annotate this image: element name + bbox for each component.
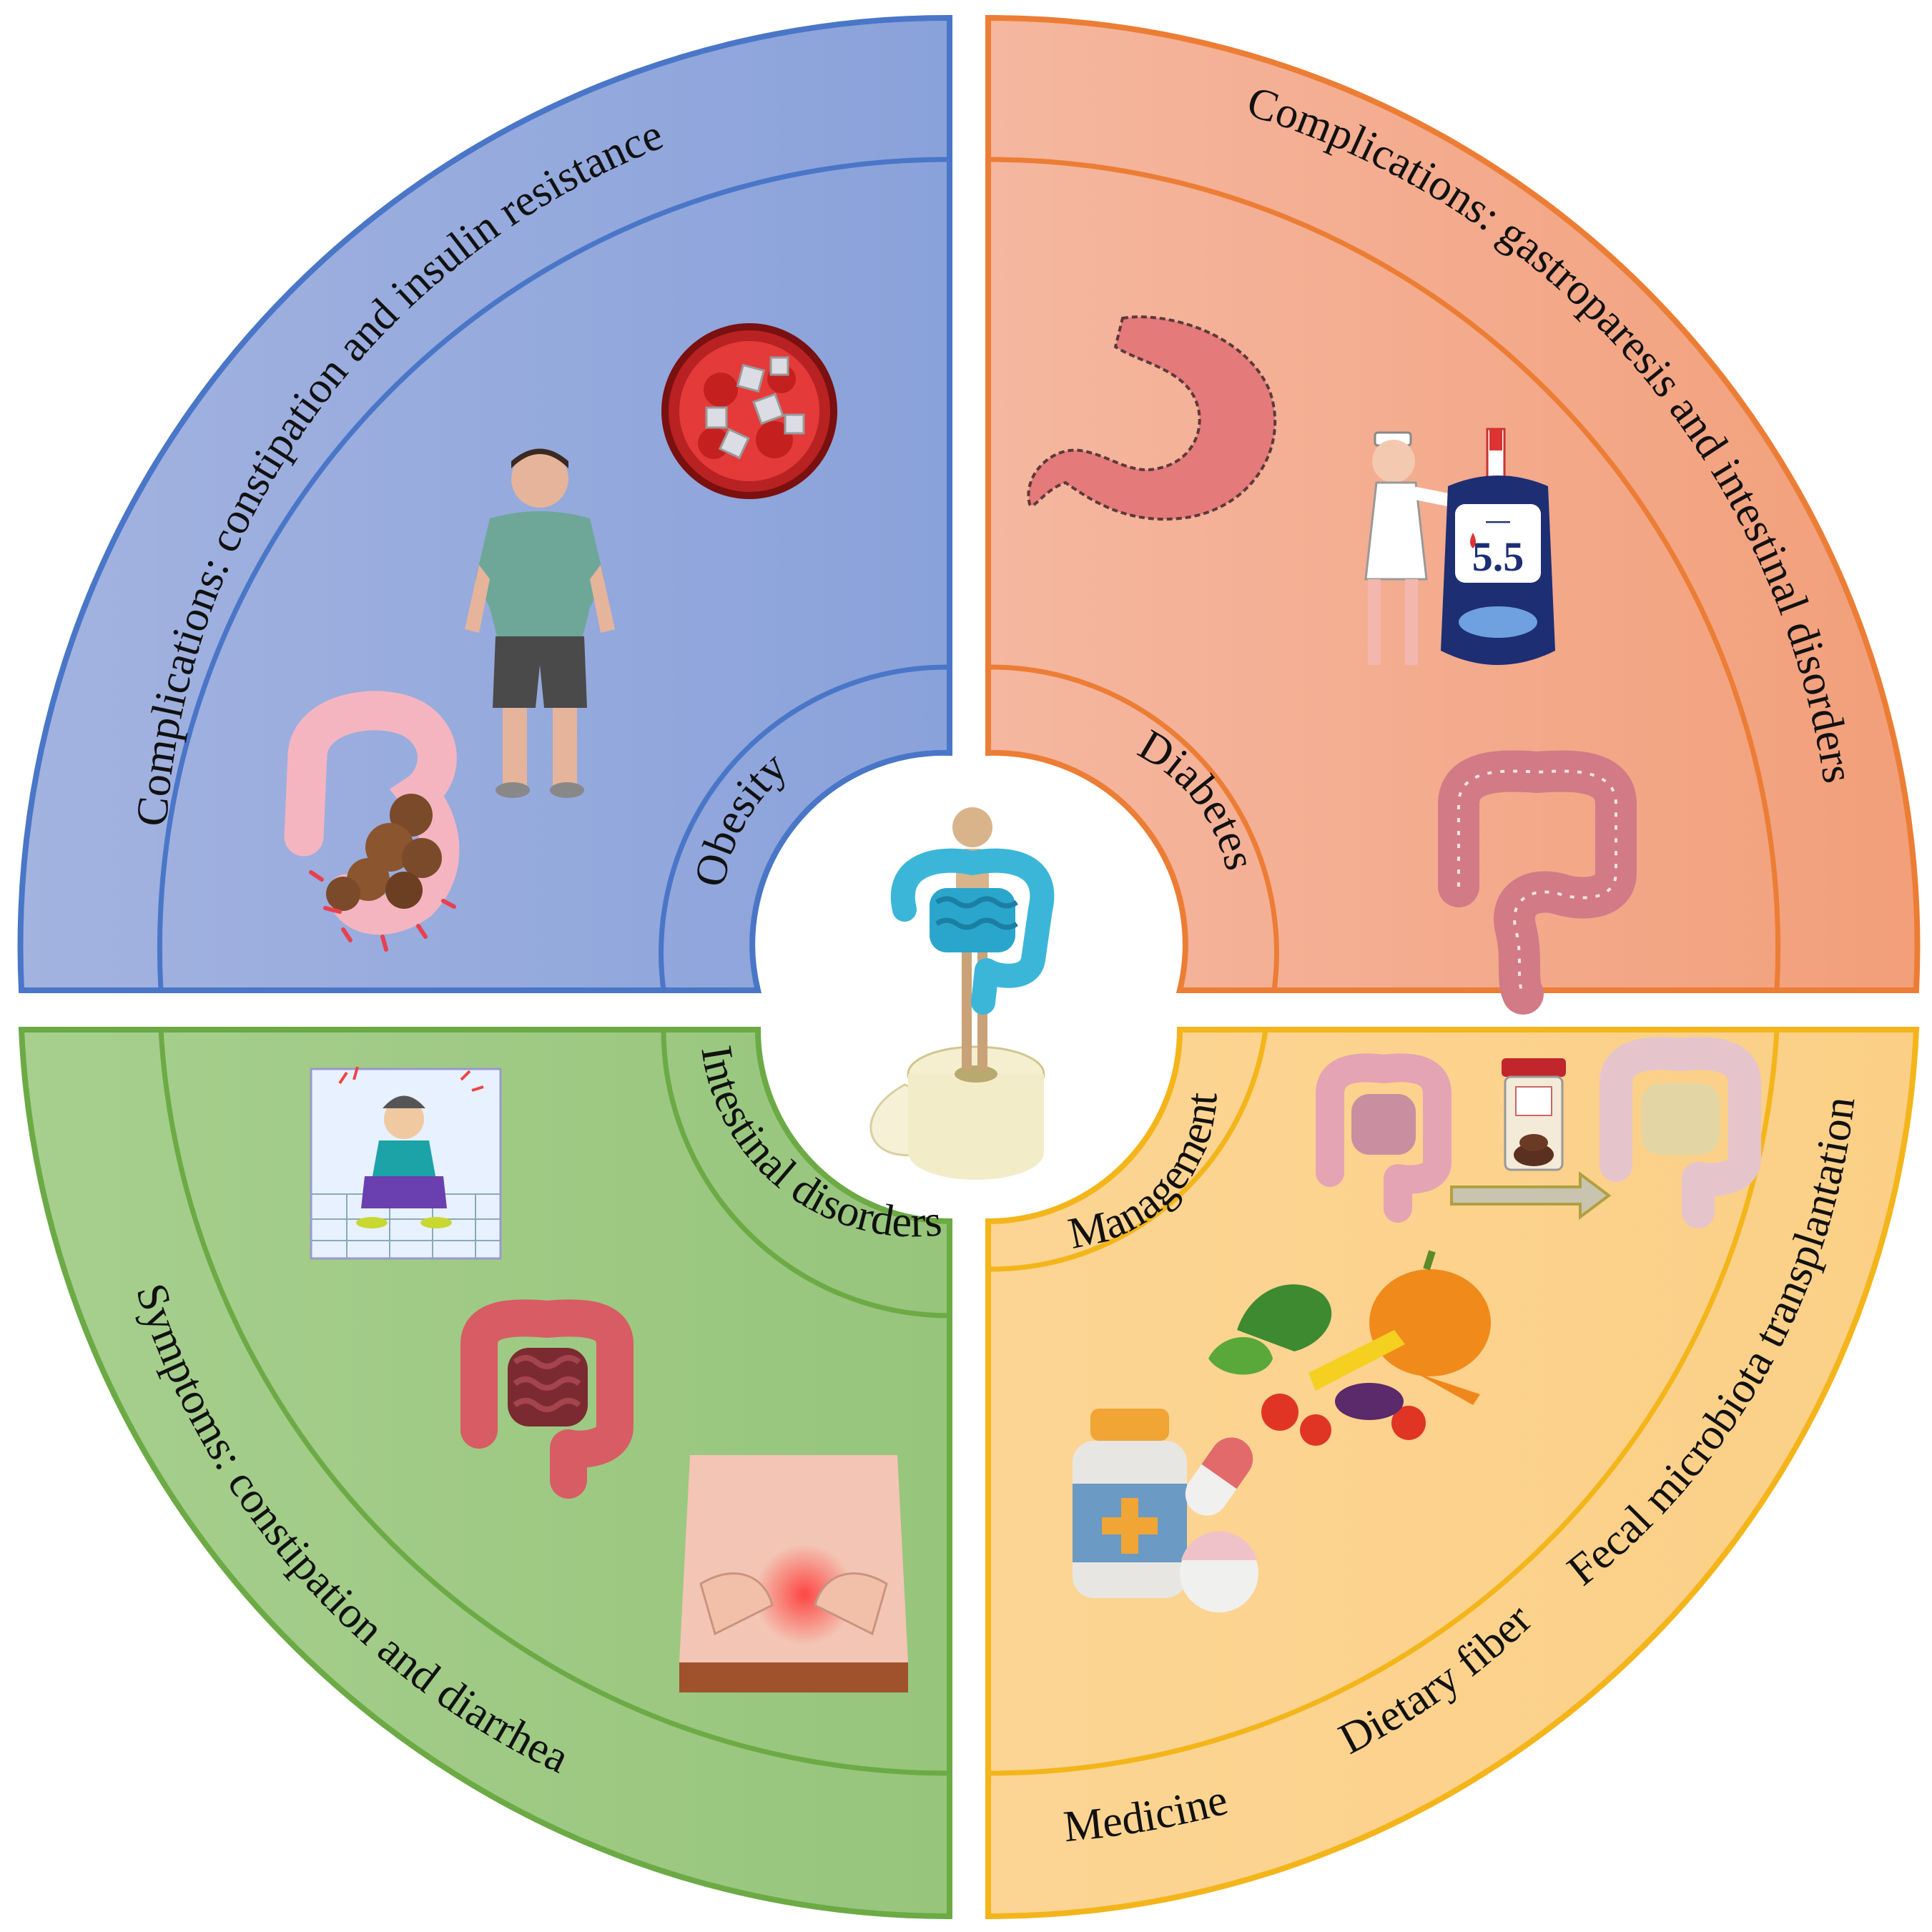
colon-icon — [1438, 750, 1637, 1015]
center-emblem — [782, 807, 1156, 1197]
stomach-icon — [1027, 315, 1277, 521]
fmt-colon-to-colon-icon — [1316, 1037, 1761, 1228]
man-on-toilet-icon — [310, 1066, 502, 1260]
donor-colon-icon — [1316, 1053, 1452, 1223]
nurse-figure — [1364, 431, 1458, 665]
quadrant-management: Management Fecal microbiota transplantat… — [985, 1027, 1920, 1920]
svg-text:━━━━: ━━━━ — [1485, 516, 1510, 528]
medicine-bottle-and-pills-icon — [1073, 1409, 1258, 1612]
stool-jar-icon — [1502, 1058, 1566, 1171]
quadrant-diabetes: Complications: gastroparesis and intesti… — [985, 14, 1921, 1015]
constipated-colon-icon — [284, 691, 460, 952]
glucose-reading: 5.5 — [1472, 533, 1524, 580]
obese-person-icon — [465, 448, 615, 798]
intestines-icon — [460, 1299, 634, 1499]
abdominal-pain-icon — [679, 1455, 908, 1692]
recipient-colon-icon — [1600, 1037, 1761, 1228]
vegetables-icon — [1208, 1250, 1491, 1446]
quadrant-obesity: Complications: constipation and insulin … — [17, 14, 952, 993]
nurse-with-glucose-meter-icon: ━━━━ 5.5 — [1364, 428, 1555, 665]
quadrant-intestinal-disorders: Symptoms: constipation and diarrhea Inte… — [18, 1027, 952, 1920]
blood-vessel-with-sugar-icon — [661, 323, 837, 499]
mannequin-holding-intestine-on-toilet-roll-icon — [869, 807, 1055, 1180]
transplant-arrow-icon — [1450, 1171, 1612, 1220]
